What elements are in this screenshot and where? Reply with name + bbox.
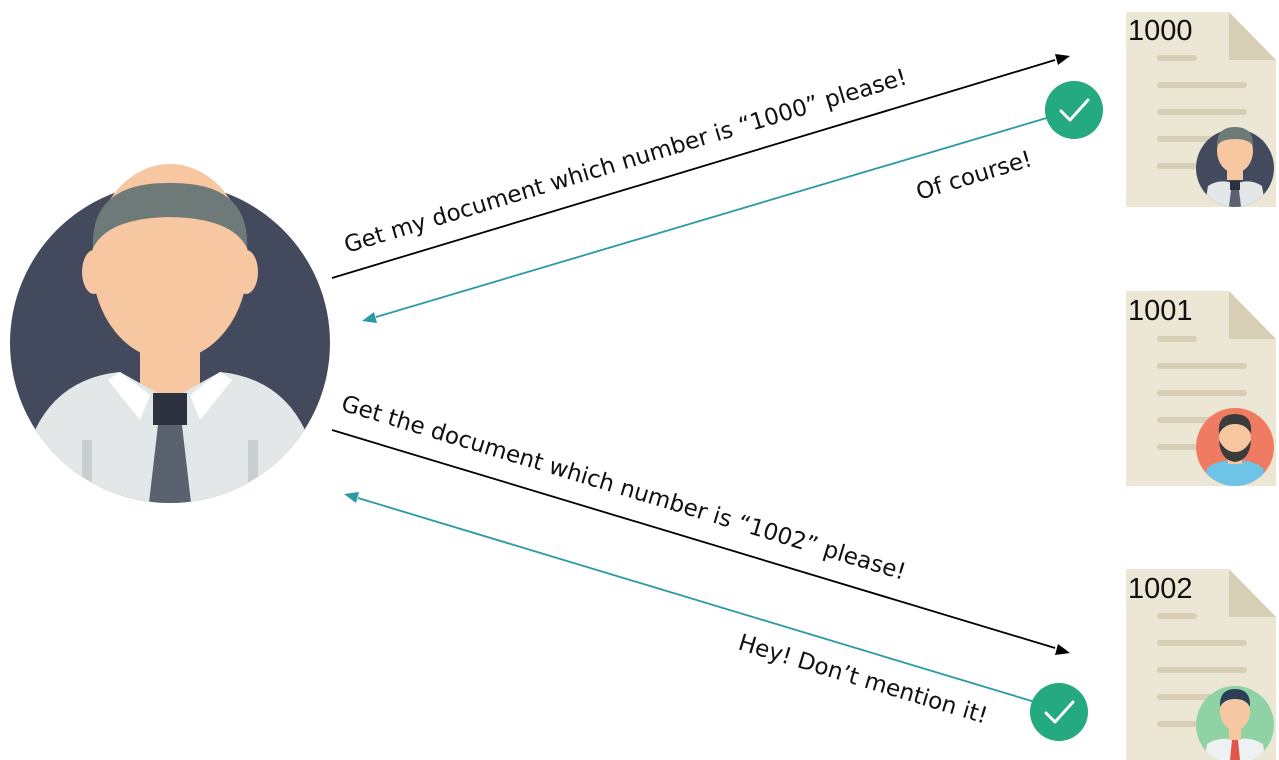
request-arrow-1 [331, 54, 1070, 279]
man-red-tie-avatar [1196, 686, 1274, 760]
reply-label-1: Of course! [913, 146, 1035, 205]
check-circle-icon [1045, 81, 1103, 139]
reply-arrow-2 [344, 492, 1036, 703]
check-circle-icon [1030, 683, 1088, 741]
request-arrow-2 [331, 429, 1070, 655]
request-label-2: Get the document which number is “1002” … [338, 391, 908, 586]
document-1001: 1001 [1126, 291, 1276, 486]
document-number: 1002 [1128, 573, 1193, 605]
document-1002: 1002 [1126, 569, 1276, 760]
document-number: 1000 [1128, 15, 1193, 47]
document-1000: 1000 [1126, 12, 1276, 207]
reply-arrow-1 [362, 116, 1051, 323]
reply-label-2: Hey! Don’t mention it! [735, 630, 990, 730]
request-label-1: Get my document which number is “1000” p… [341, 64, 910, 258]
user-avatar [10, 164, 330, 503]
document-number: 1001 [1128, 295, 1193, 327]
